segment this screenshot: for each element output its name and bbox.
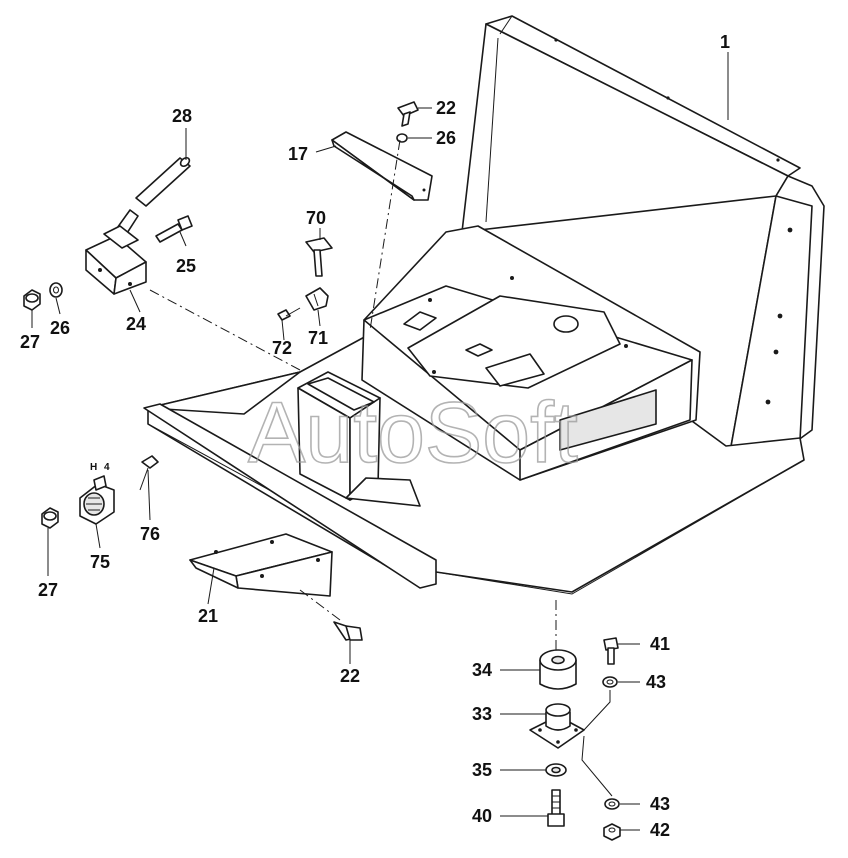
callout-26-left: 26 (50, 318, 70, 338)
key-70 (305, 237, 333, 277)
callout-22-top: 22 (436, 98, 456, 118)
bolt-22-bottom (333, 621, 363, 641)
callout-35: 35 (472, 760, 492, 780)
assembly-lines (149, 139, 613, 797)
socket-mark: H 4 (90, 462, 112, 473)
isolator-33 (529, 703, 585, 749)
callout-21: 21 (198, 606, 218, 626)
pedestal-bracket (297, 371, 421, 507)
callout-25: 25 (176, 256, 196, 276)
clip-71 (305, 287, 329, 311)
callout-43-top: 43 (646, 672, 666, 692)
callout-40: 40 (472, 806, 492, 826)
callout-24: 24 (126, 314, 146, 334)
seat-back-panel (461, 15, 825, 453)
nut-42 (603, 823, 621, 841)
screw-72 (277, 307, 301, 321)
washer-43-bottom (604, 798, 620, 810)
handle-tube-28 (135, 156, 191, 207)
socket-75 (79, 475, 115, 525)
nut-27-bottom (41, 507, 59, 529)
washer-26-top (396, 133, 408, 143)
callout-72: 72 (272, 338, 292, 358)
leader-lines (31, 52, 729, 831)
washer-43-top (602, 676, 618, 688)
bolt-41 (603, 637, 619, 665)
callout-17: 17 (288, 144, 308, 164)
callout-42: 42 (650, 820, 670, 840)
callout-26-top: 26 (436, 128, 456, 148)
callout-43-bottom: 43 (650, 794, 670, 814)
washer-26-left (49, 282, 63, 298)
callout-34: 34 (472, 660, 492, 680)
screw-22-top (397, 101, 419, 127)
seat-box-housing (361, 225, 701, 481)
callout-1: 1 (720, 32, 730, 52)
rubber-mount-34 (539, 649, 577, 690)
bolt-25 (155, 215, 193, 243)
cover-strip-17 (331, 131, 433, 201)
bolt-76 (139, 455, 159, 491)
bracket-21 (189, 533, 333, 597)
callout-70: 70 (306, 208, 326, 228)
bolt-40 (547, 789, 565, 827)
lever-unit-24 (85, 209, 147, 295)
callout-75: 75 (90, 552, 110, 572)
watermark: AutoSoft (248, 385, 578, 481)
callout-27-bottom: 27 (38, 580, 58, 600)
callout-28: 28 (172, 106, 192, 126)
callout-33: 33 (472, 704, 492, 724)
callout-27-top: 27 (20, 332, 40, 352)
nut-27-top (23, 289, 41, 311)
callout-71: 71 (308, 328, 328, 348)
washer-35 (545, 763, 567, 777)
callout-41: 41 (650, 634, 670, 654)
callout-22-bottom: 22 (340, 666, 360, 686)
callout-76: 76 (140, 524, 160, 544)
